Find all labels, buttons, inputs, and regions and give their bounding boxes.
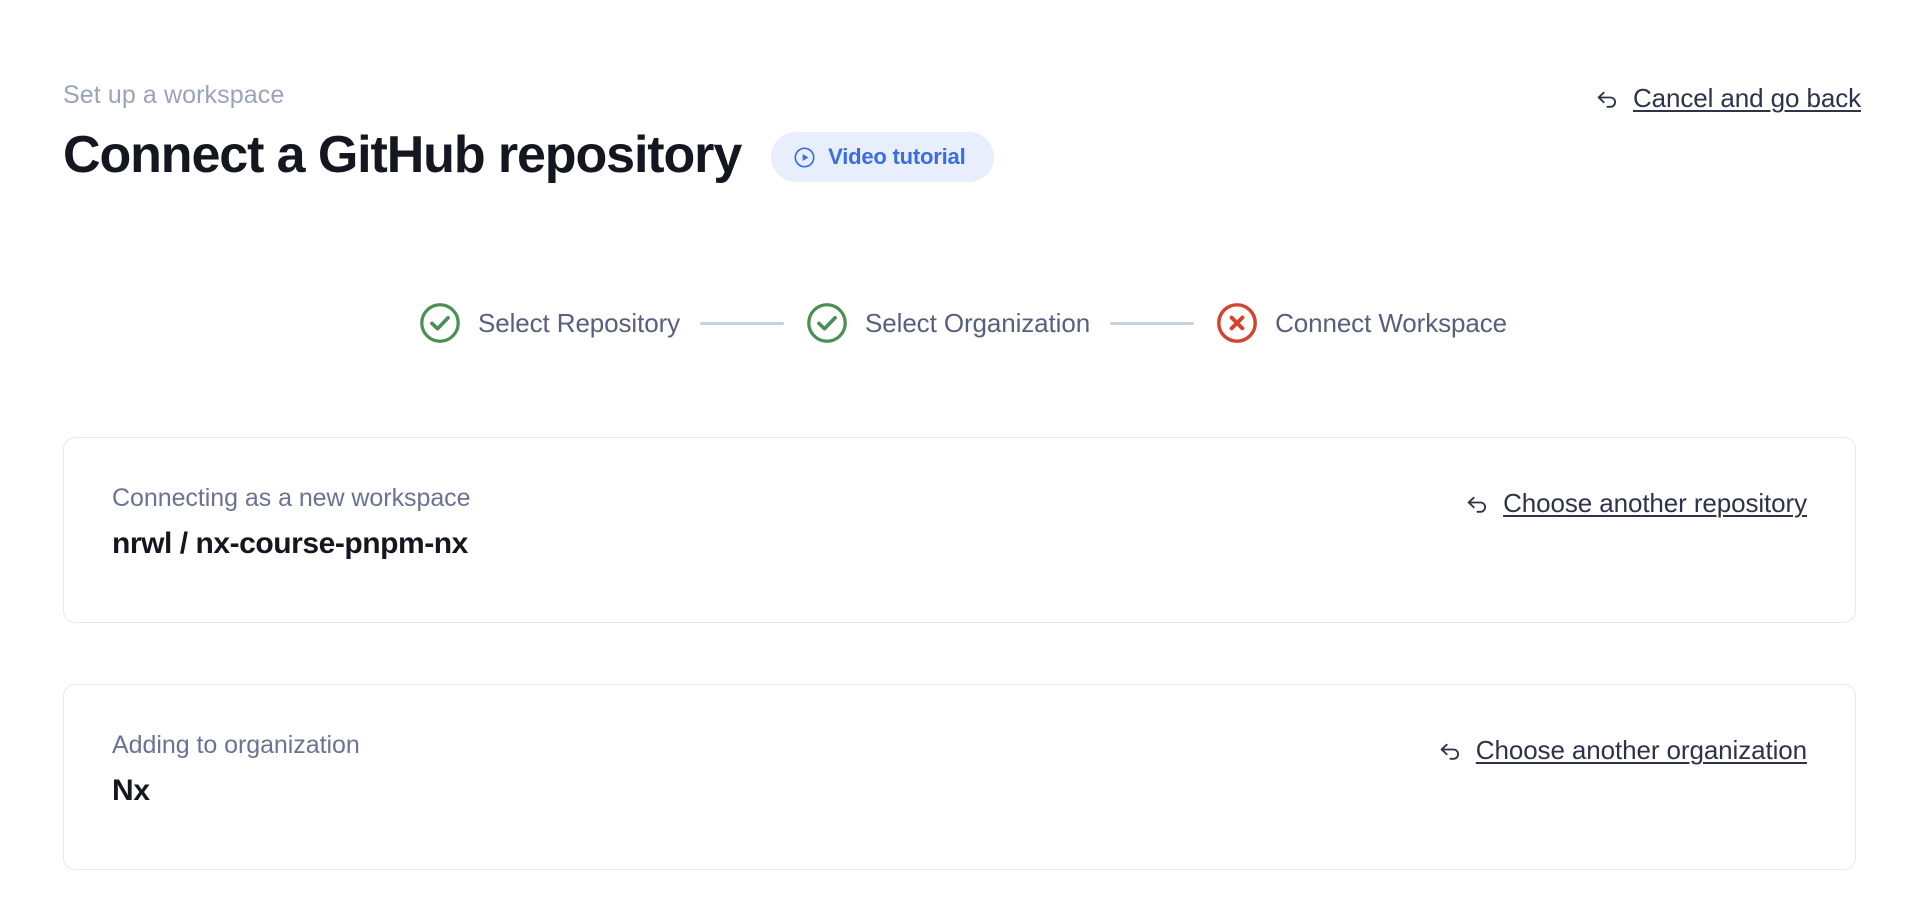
step-select-organization[interactable]: Select Organization [804, 300, 1090, 346]
step-connector [700, 321, 785, 325]
step-label: Select Organization [865, 308, 1091, 338]
organization-caption: Adding to organization [112, 731, 360, 759]
repository-info: Connecting as a new workspace nrwl / nx-… [112, 483, 471, 563]
choose-another-organization-label: Choose another organization [1475, 735, 1807, 765]
progress-stepper: Select Repository Select Organization Co… [0, 300, 1924, 346]
arrow-uturn-left-icon [1464, 491, 1490, 517]
choose-another-organization-link[interactable]: Choose another organization [1437, 734, 1807, 766]
organization-info: Adding to organization Nx [112, 730, 360, 810]
title-row: Connect a GitHub repository Video tutori… [63, 124, 1861, 186]
page-title: Connect a GitHub repository [63, 126, 742, 184]
step-connector [1110, 321, 1195, 325]
cancel-and-go-back-label: Cancel and go back [1632, 83, 1861, 113]
x-circle-icon [1214, 300, 1260, 346]
repository-card: Connecting as a new workspace nrwl / nx-… [63, 437, 1856, 623]
play-circle-icon [793, 146, 816, 169]
video-tutorial-label: Video tutorial [828, 144, 966, 169]
video-tutorial-button[interactable]: Video tutorial [771, 132, 994, 182]
step-select-repository[interactable]: Select Repository [417, 300, 680, 346]
arrow-uturn-left-icon [1437, 738, 1463, 764]
organization-card: Adding to organization Nx Choose another… [63, 684, 1856, 870]
choose-another-repository-link[interactable]: Choose another repository [1464, 487, 1807, 519]
page-eyebrow: Set up a workspace [63, 81, 285, 109]
cancel-and-go-back-link[interactable]: Cancel and go back [1594, 82, 1861, 114]
step-label: Select Repository [477, 308, 681, 338]
organization-value: Nx [112, 774, 150, 807]
choose-another-repository-label: Choose another repository [1503, 488, 1807, 518]
check-circle-icon [804, 300, 850, 346]
repository-value: nrwl / nx-course-pnpm-nx [112, 527, 468, 560]
repository-caption: Connecting as a new workspace [112, 484, 471, 512]
arrow-uturn-left-icon [1594, 86, 1620, 112]
page-header: Set up a workspace Connect a GitHub repo… [63, 80, 1861, 186]
check-circle-icon [417, 300, 463, 346]
step-label: Connect Workspace [1275, 308, 1507, 338]
step-connect-workspace[interactable]: Connect Workspace [1214, 300, 1507, 346]
summary-cards: Connecting as a new workspace nrwl / nx-… [63, 437, 1856, 870]
